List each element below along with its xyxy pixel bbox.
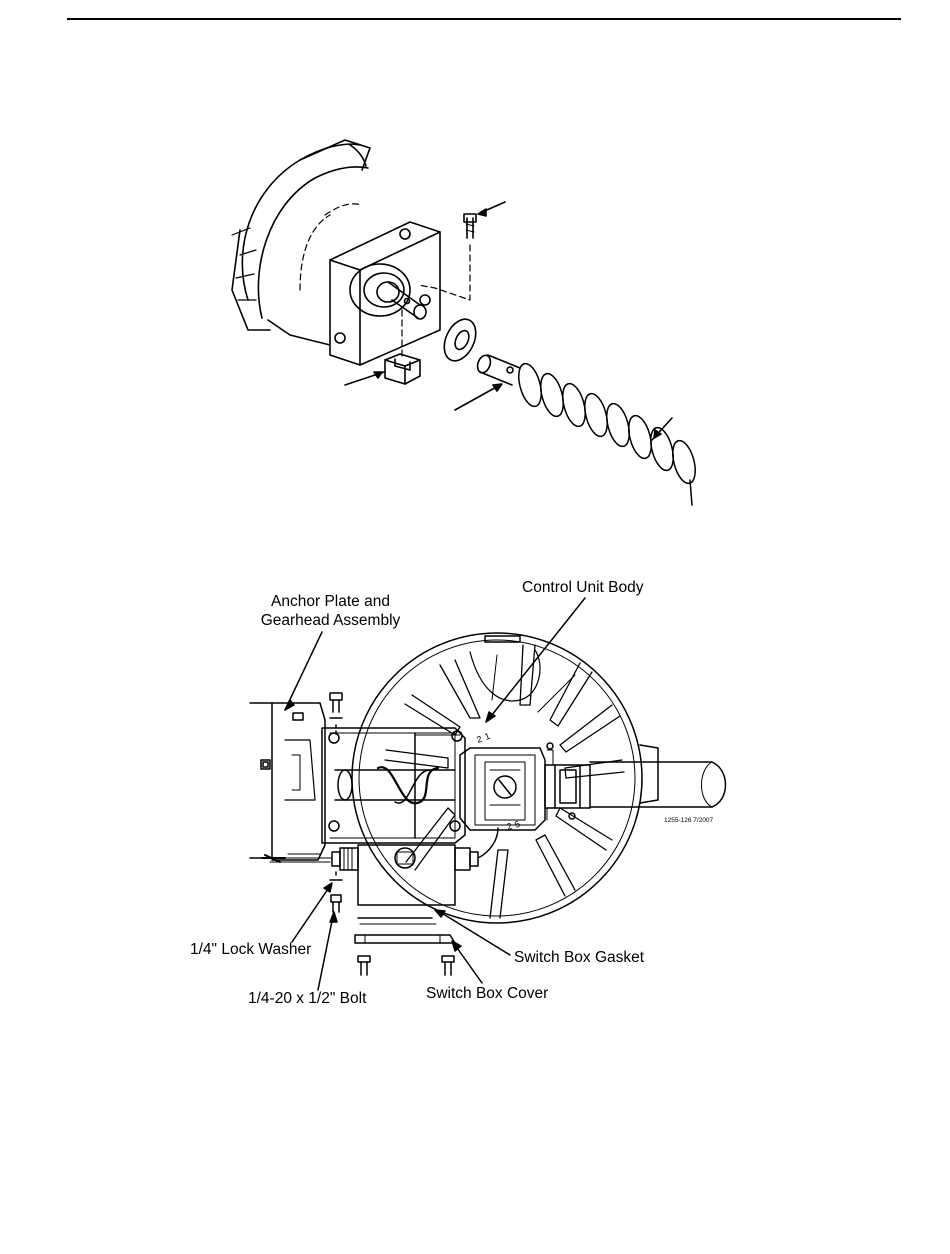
label-anchor-plate-line1: Anchor Plate and (248, 592, 413, 611)
label-switch-box-gasket: Switch Box Gasket (514, 948, 644, 967)
label-bolt: 1/4-20 x 1/2" Bolt (248, 989, 366, 1008)
label-lock-washer: 1/4" Lock Washer (190, 940, 311, 959)
label-switch-box-cover: Switch Box Cover (426, 984, 548, 1003)
drawing-number: 1255-126 7/2007 (664, 817, 714, 824)
label-control-unit-body: Control Unit Body (522, 578, 643, 597)
dial-mark-2a: 2 (475, 734, 483, 745)
label-anchor-plate-line2: Gearhead Assembly (248, 611, 413, 630)
dial-mark-1: 1 (483, 731, 491, 742)
label-anchor-plate: Anchor Plate and Gearhead Assembly (248, 592, 413, 630)
